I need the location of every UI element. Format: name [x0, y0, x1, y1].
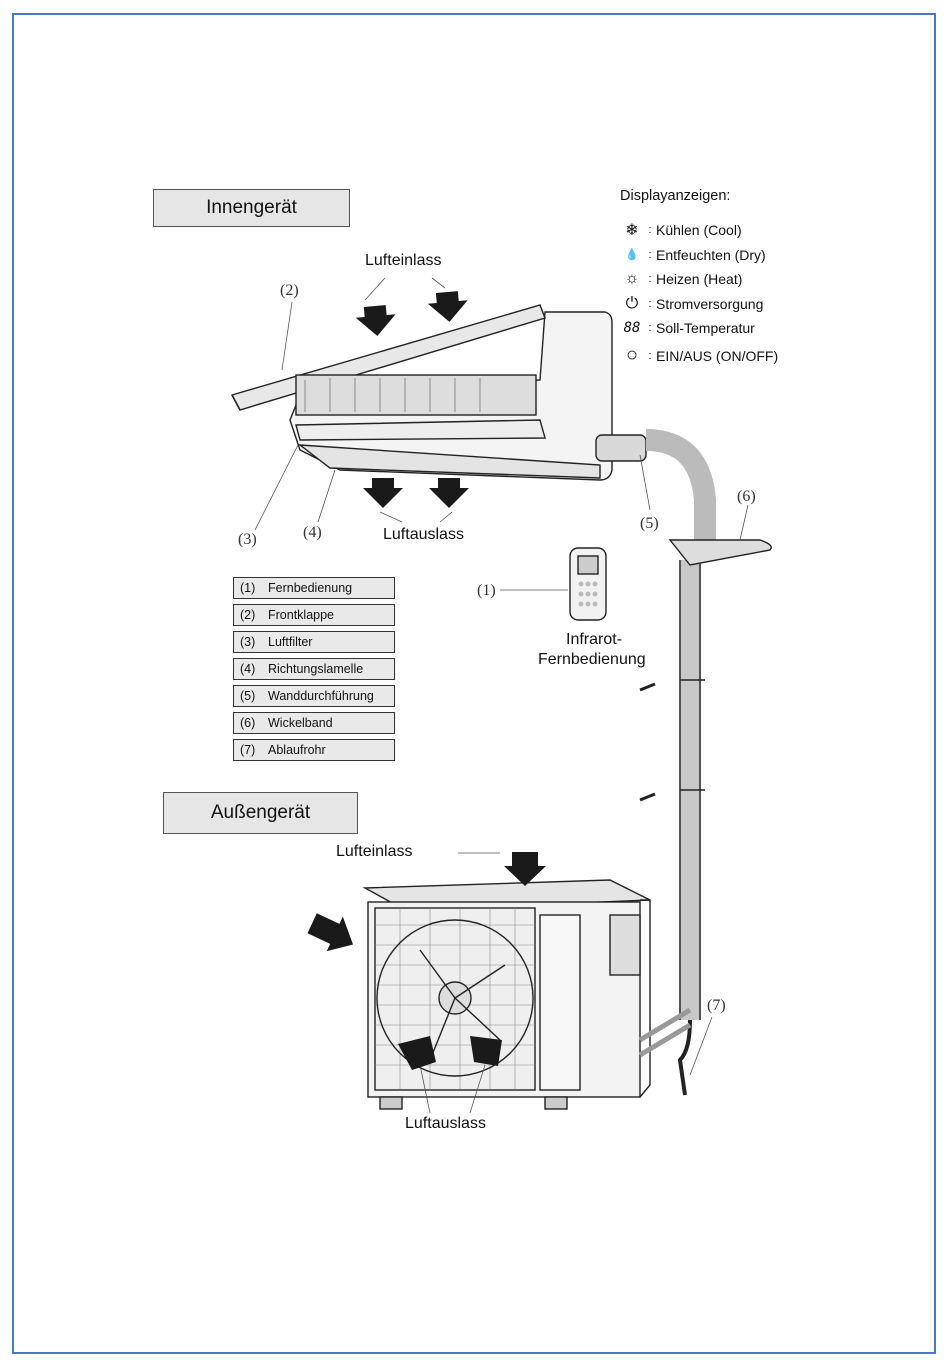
wall-pipe: [595, 434, 647, 462]
outdoor-fan: [376, 919, 534, 1077]
airflow-arrows: [307, 291, 546, 1070]
legend-label: Luftfilter: [268, 635, 313, 649]
legend-number: (5): [240, 689, 256, 703]
display-indicators: Displayanzeigen: ❄:Kühlen (Cool) 💧:Entfe…: [620, 188, 880, 368]
legend-label: Richtungslamelle: [268, 662, 364, 676]
callout-3: (3): [238, 531, 257, 548]
display-item-label: Heizen (Heat): [656, 271, 743, 288]
legend-label: Ablaufrohr: [268, 743, 326, 757]
droplets-icon: 💧: [625, 249, 639, 262]
arrow-down-icon: [363, 478, 403, 508]
legend-number: (2): [240, 608, 256, 622]
snowflake-icon: ❄: [625, 222, 639, 240]
legend-row: (5) Wanddurchführung: [233, 685, 395, 707]
remote-label-line1: Infrarot-: [566, 631, 623, 648]
legend-number: (1): [240, 581, 256, 595]
legend-number: (7): [240, 743, 256, 757]
legend-label: Frontklappe: [268, 608, 335, 622]
power-icon: ⏻: [625, 294, 639, 312]
sun-icon: ☼: [624, 270, 640, 288]
display-item-label: Entfeuchten (Dry): [656, 246, 766, 263]
circle-icon: ○: [625, 344, 639, 367]
callout-1: (1): [477, 582, 496, 599]
hose-bend: [645, 429, 716, 560]
indoor-air-inlet-label: Lufteinlass: [365, 252, 442, 269]
display-item: ☼:Heizen (Heat): [620, 267, 880, 292]
outdoor-unit-title: Außengerät: [163, 792, 358, 834]
indoor-unit-title: Innengerät: [153, 189, 350, 227]
legend-number: (6): [240, 716, 256, 730]
wrap-band: [668, 539, 772, 566]
display-item: 💧:Entfeuchten (Dry): [620, 243, 880, 268]
callout-6: (6): [737, 488, 756, 505]
arrow-down-icon: [429, 478, 469, 508]
legend-number: (4): [240, 662, 256, 676]
display-item: 88:Soll-Temperatur: [620, 316, 880, 341]
arrow-right-icon: [307, 913, 353, 952]
indoor-air-outlet-label: Luftauslass: [383, 526, 464, 543]
segment-display-icon: 88: [623, 320, 641, 337]
parts-legend: (1) Fernbedienung (2) Frontklappe (3) Luftf…: [233, 577, 395, 766]
arrow-out-icon: [470, 1036, 502, 1066]
arrow-down-icon: [355, 305, 396, 336]
callout-7: (7): [707, 997, 726, 1014]
indoor-filter-area: [295, 374, 537, 416]
page-frame: [12, 13, 936, 1354]
legend-number: (3): [240, 635, 256, 649]
arrow-down-icon: [427, 291, 468, 322]
outdoor-air-inlet-label: Lufteinlass: [336, 843, 413, 860]
legend-label: Wickelband: [268, 716, 333, 730]
remote-label-line2: Fernbedienung: [538, 651, 646, 668]
outdoor-air-outlet-label: Luftauslass: [405, 1115, 486, 1132]
legend-label: Fernbedienung: [268, 581, 353, 595]
outdoor-side-panel: [539, 914, 581, 1091]
display-item: ⏻:Stromversorgung: [620, 292, 880, 317]
display-item: ❄:Kühlen (Cool): [620, 218, 880, 243]
display-item-label: Kühlen (Cool): [656, 222, 742, 239]
arrow-down-icon: [504, 852, 546, 886]
display-item-label: Stromversorgung: [656, 295, 764, 312]
display-item-label: EIN/AUS (ON/OFF): [656, 347, 779, 364]
indoor-louver: [297, 444, 601, 479]
display-item: ○:EIN/AUS (ON/OFF): [620, 344, 880, 369]
display-item-label: Soll-Temperatur: [656, 320, 755, 337]
legend-row: (7) Ablaufrohr: [233, 739, 395, 761]
display-title: Displayanzeigen:: [620, 188, 731, 204]
legend-row: (3) Luftfilter: [233, 631, 395, 653]
legend-row: (4) Richtungslamelle: [233, 658, 395, 680]
arrow-out-icon: [398, 1036, 436, 1070]
callout-2: (2): [280, 282, 299, 299]
callout-5: (5): [640, 515, 659, 532]
callout-4: (4): [303, 524, 322, 541]
legend-label: Wanddurchführung: [268, 689, 374, 703]
legend-row: (1) Fernbedienung: [233, 577, 395, 599]
legend-row: (2) Frontklappe: [233, 604, 395, 626]
legend-row: (6) Wickelband: [233, 712, 395, 734]
